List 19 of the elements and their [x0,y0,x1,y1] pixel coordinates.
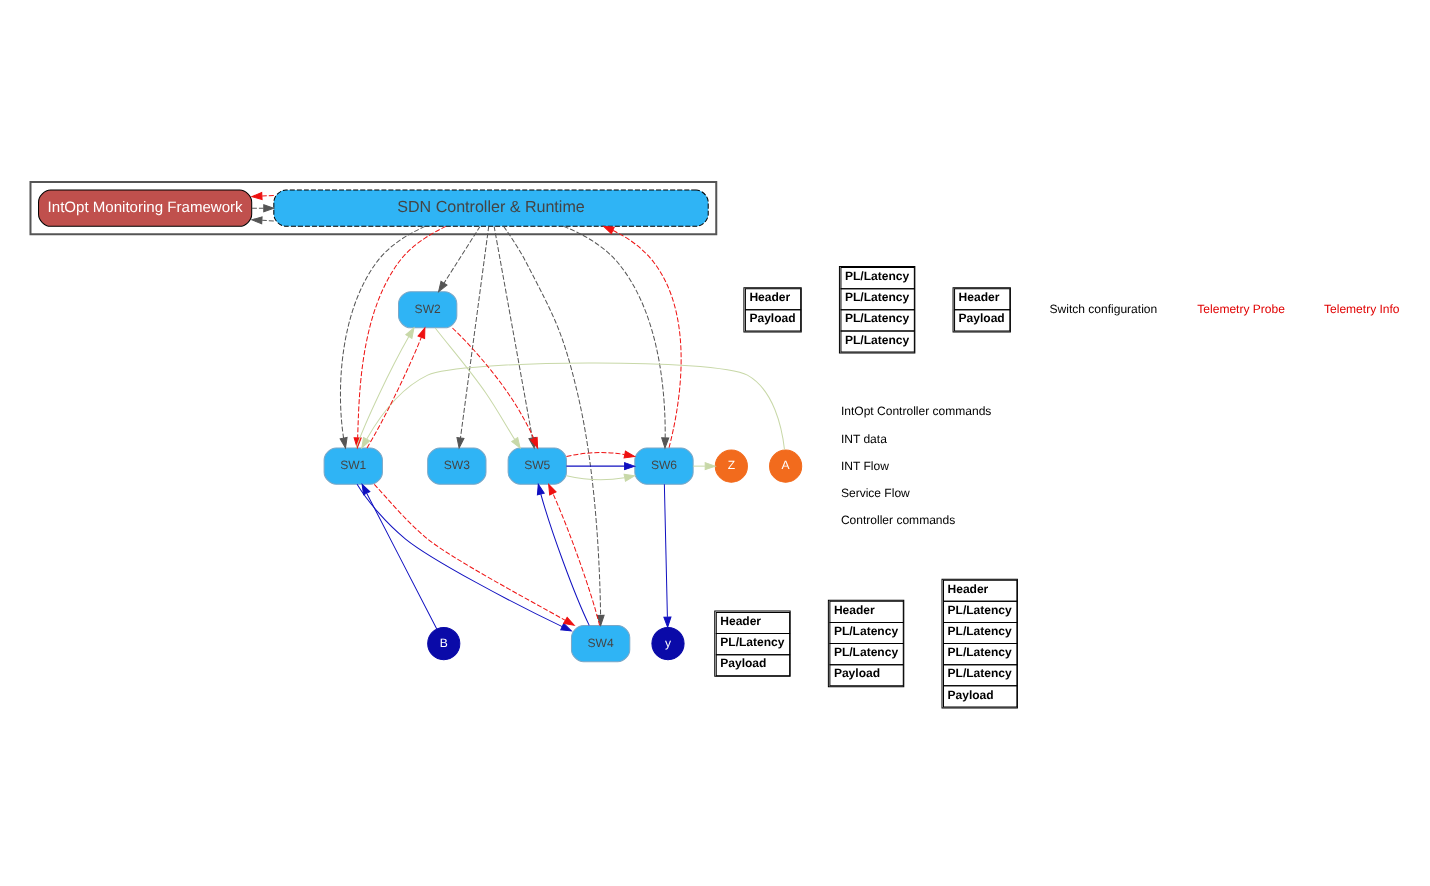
arrow [366,326,426,449]
arrow [361,482,438,630]
arrow [456,225,490,450]
arrow [437,226,481,293]
arrow [563,225,670,450]
arrow [602,225,682,449]
arrow [251,203,276,213]
arrow [250,216,275,225]
arrow [434,327,521,450]
node-box: SDN Controller & Runtime [273,189,709,227]
arrow [565,450,637,459]
arrow [692,461,717,471]
arrow [536,482,590,626]
arrow [565,461,637,471]
arrow [565,473,637,482]
arrow [663,483,672,629]
arrow [503,225,605,627]
arrow [548,482,601,626]
arrow [250,191,275,201]
